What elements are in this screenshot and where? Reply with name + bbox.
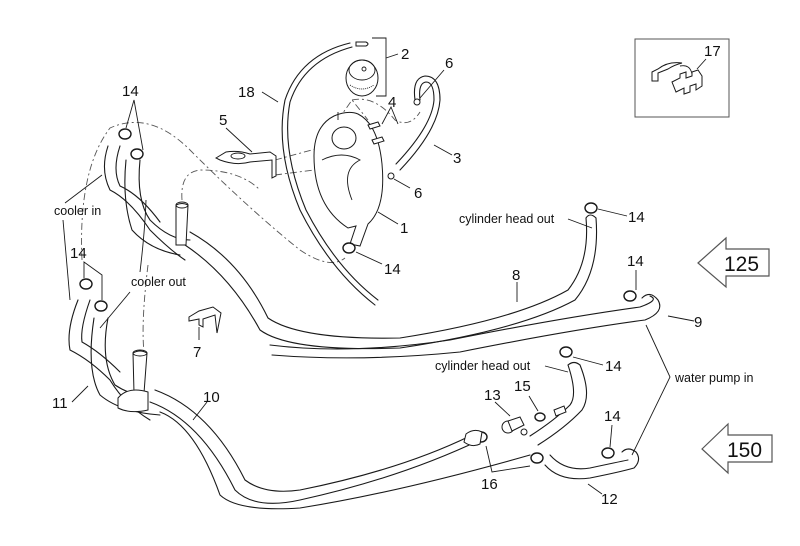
part-number-14-lower-left: 14 bbox=[70, 245, 87, 262]
part-number-3: 3 bbox=[453, 150, 461, 167]
part-number-4: 4 bbox=[388, 94, 396, 111]
leader-6-upper bbox=[419, 69, 445, 99]
leader-5 bbox=[225, 127, 253, 153]
leader-cooler-out-lower bbox=[99, 291, 131, 329]
leader-14-part-12 bbox=[609, 424, 613, 448]
part-14-clamps-upper-left bbox=[118, 128, 144, 160]
small-pipe-stub bbox=[553, 405, 567, 417]
variant-arrow-125[interactable]: 125 bbox=[697, 236, 770, 289]
part-number-15: 15 bbox=[514, 378, 531, 395]
leader-cyl-head-out-lower bbox=[544, 365, 569, 373]
part-number-6-lower: 6 bbox=[414, 185, 422, 202]
part-number-1: 1 bbox=[400, 220, 408, 237]
part-14-clamp-part-9 bbox=[623, 290, 637, 302]
label-water-pump-in: water pump in bbox=[674, 371, 754, 385]
part-number-7: 7 bbox=[193, 344, 201, 361]
leader-14-cyl-head-lower bbox=[572, 356, 604, 366]
leader-3 bbox=[433, 144, 453, 156]
part-4-screws bbox=[367, 121, 385, 145]
leader-2 bbox=[385, 53, 399, 59]
variant-arrow-150[interactable]: 150 bbox=[701, 422, 773, 475]
part-number-8: 8 bbox=[512, 267, 520, 284]
part-2-reservoir-cap bbox=[345, 37, 387, 97]
part-14-clamp-cyl-head-upper bbox=[584, 202, 598, 214]
leader-cyl-head-out-upper bbox=[567, 218, 593, 229]
part-number-14-reservoir: 14 bbox=[384, 261, 401, 278]
part-14-clamp-part-12 bbox=[601, 447, 615, 459]
part-14-clamp-cyl-head-lower bbox=[559, 346, 573, 358]
variant-arrow-125-label: 125 bbox=[724, 253, 759, 276]
part-7-clip bbox=[188, 306, 222, 334]
part-12-hose bbox=[544, 448, 640, 480]
label-cylinder-head-out-lower: cylinder head out bbox=[435, 359, 531, 373]
part-number-5: 5 bbox=[219, 112, 227, 129]
leader-14-lower-left bbox=[83, 261, 103, 300]
part-number-12: 12 bbox=[601, 491, 618, 508]
lower-cylinder-head-hose bbox=[529, 361, 588, 446]
leader-17 bbox=[696, 58, 707, 70]
label-cylinder-head-out-upper: cylinder head out bbox=[459, 212, 555, 226]
leader-15 bbox=[528, 395, 539, 412]
part-18-overflow-hose bbox=[281, 42, 379, 306]
upper-tee-fitting bbox=[175, 201, 189, 246]
leader-cooler-in-lower bbox=[62, 219, 71, 301]
leader-11 bbox=[71, 385, 89, 403]
hose-clip-icon bbox=[651, 62, 703, 95]
part-3-small-hose bbox=[395, 75, 441, 171]
leader-cooler-in-upper bbox=[64, 174, 103, 204]
part-number-11: 11 bbox=[52, 395, 68, 412]
label-cooler-out: cooler out bbox=[131, 275, 186, 289]
part-10-hose bbox=[149, 389, 531, 510]
part-number-16: 16 bbox=[481, 476, 498, 493]
part-number-18: 18 bbox=[238, 84, 255, 101]
leader-6-lower bbox=[393, 178, 411, 189]
part-13-valve bbox=[501, 416, 528, 436]
part-6-clamp-upper bbox=[413, 98, 421, 106]
leader-14-cyl-head-upper bbox=[597, 208, 628, 217]
part-5-bracket bbox=[214, 150, 277, 179]
upper-cooler-hoses bbox=[103, 145, 191, 261]
part-number-14-part-9: 14 bbox=[627, 253, 644, 270]
part-8-hose bbox=[184, 214, 598, 350]
part-6-clamp-lower bbox=[387, 172, 395, 180]
part-number-14-cyl-head-upper: 14 bbox=[628, 209, 645, 226]
variant-arrow-150-label: 150 bbox=[727, 439, 762, 462]
part-number-9: 9 bbox=[694, 314, 702, 331]
part-16-clamps bbox=[463, 429, 544, 464]
leader-9 bbox=[667, 315, 695, 322]
part-15-clamp bbox=[534, 412, 546, 422]
part-14-clamp-reservoir bbox=[342, 242, 356, 254]
leader-14-reservoir bbox=[355, 251, 383, 265]
leader-10 bbox=[192, 401, 208, 421]
leader-1 bbox=[377, 211, 399, 225]
part-number-14-part-12: 14 bbox=[604, 408, 621, 425]
part-number-13: 13 bbox=[484, 387, 501, 404]
part-14-clamps-lower-left bbox=[79, 278, 108, 312]
leader-13 bbox=[494, 401, 511, 417]
leader-water-pump-in bbox=[631, 324, 671, 456]
leader-12 bbox=[587, 483, 603, 495]
label-cooler-in: cooler in bbox=[54, 204, 101, 218]
part-number-2: 2 bbox=[401, 46, 409, 63]
part-number-14-upper-left: 14 bbox=[122, 83, 139, 100]
part-9-hose bbox=[269, 293, 661, 359]
leader-cooler-out-upper bbox=[139, 199, 147, 273]
part-number-14-cyl-head-lower: 14 bbox=[605, 358, 622, 375]
leader-4 bbox=[381, 105, 399, 125]
part-number-17: 17 bbox=[704, 43, 721, 60]
part-number-10: 10 bbox=[203, 389, 220, 406]
part-number-6-upper: 6 bbox=[445, 55, 453, 72]
lower-tee-fitting bbox=[117, 349, 149, 413]
leader-14-upper-left bbox=[125, 99, 144, 151]
leader-18 bbox=[261, 91, 279, 103]
inset-part-17: 17 bbox=[634, 38, 730, 118]
leader-16 bbox=[485, 445, 531, 473]
part-1-coolant-reservoir bbox=[313, 111, 384, 247]
